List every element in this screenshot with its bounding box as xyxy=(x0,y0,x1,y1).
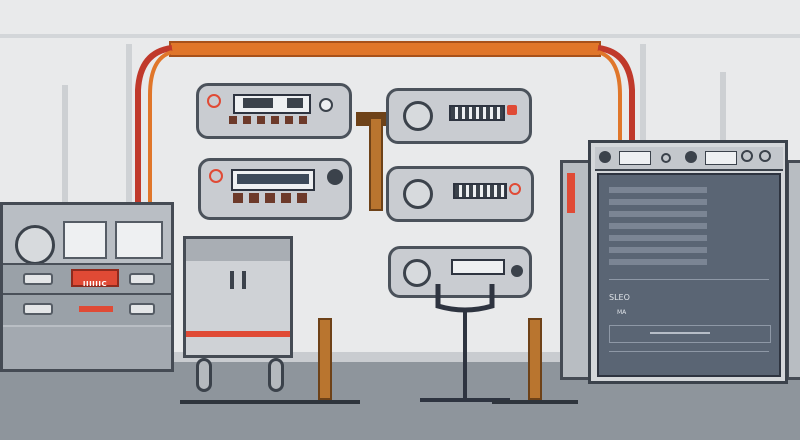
status-badge: IIIIIIC xyxy=(71,269,119,288)
device-unit xyxy=(388,246,532,298)
indicator-row xyxy=(229,116,309,124)
status-led xyxy=(509,183,521,195)
locker-top xyxy=(186,239,290,261)
indicator-bar xyxy=(79,306,113,312)
power-icon[interactable] xyxy=(207,94,221,108)
cabinet-base xyxy=(3,327,171,369)
monitor-side-panel xyxy=(560,160,592,380)
knob-icon[interactable] xyxy=(403,259,431,287)
monitor-screen: SLEO MA xyxy=(597,173,781,377)
caster-wheel xyxy=(196,358,212,392)
plug-icon xyxy=(420,284,510,402)
knob-icon[interactable] xyxy=(685,151,697,163)
locker-handle[interactable] xyxy=(242,271,246,289)
device-display xyxy=(231,169,315,191)
knob-icon[interactable] xyxy=(319,98,333,112)
monitor-toolbar xyxy=(595,147,783,171)
wall-pipe xyxy=(720,72,726,142)
indicator-row xyxy=(233,193,313,203)
device-unit xyxy=(386,166,534,222)
device-unit xyxy=(198,158,352,220)
dial-icon[interactable] xyxy=(403,179,433,209)
wall-rail xyxy=(0,34,800,38)
dial-icon[interactable] xyxy=(403,101,433,131)
floor-line xyxy=(180,400,360,404)
locker-handle[interactable] xyxy=(230,271,234,289)
knob-icon[interactable] xyxy=(759,150,771,162)
support-post xyxy=(528,318,542,400)
support-post xyxy=(318,318,332,400)
rack-switch[interactable] xyxy=(23,303,53,315)
knob-icon[interactable] xyxy=(327,169,343,185)
left-cabinet: IIIIIIC xyxy=(0,202,174,372)
gear-icon xyxy=(15,225,55,265)
device-unit xyxy=(196,83,352,139)
status-badge-label: IIIIIIC xyxy=(82,280,108,288)
device-display xyxy=(451,259,505,275)
caster-wheel xyxy=(268,358,284,392)
rack-switch[interactable] xyxy=(23,273,53,285)
rack-row xyxy=(3,293,171,325)
screen-text-2: MA xyxy=(617,309,627,316)
rack-switch[interactable] xyxy=(129,273,155,285)
status-led xyxy=(507,105,517,115)
knob-icon[interactable] xyxy=(511,265,523,277)
panel-window xyxy=(63,221,107,259)
screen-grid xyxy=(609,187,707,267)
device-vent xyxy=(453,183,507,199)
panel-window xyxy=(115,221,163,259)
locker-unit xyxy=(183,236,293,358)
power-icon[interactable] xyxy=(209,169,223,183)
screen-table xyxy=(609,325,771,343)
wall-pipe xyxy=(62,85,68,215)
display-icon xyxy=(705,151,737,165)
floor-edge xyxy=(0,352,800,362)
gear-icon[interactable] xyxy=(599,151,611,163)
device-vent xyxy=(449,105,505,121)
rack-switch[interactable] xyxy=(129,303,155,315)
floor-line xyxy=(492,400,578,404)
monitor-side-panel xyxy=(786,160,800,380)
locker-stripe xyxy=(186,331,290,337)
screen-text-1: SLEO xyxy=(609,293,630,302)
device-unit xyxy=(386,88,532,144)
knob-icon[interactable] xyxy=(741,150,753,162)
display-icon xyxy=(619,151,651,165)
rack-row: IIIIIIC xyxy=(3,263,171,295)
monitor-cabinet: SLEO MA xyxy=(588,140,788,384)
device-display xyxy=(233,94,311,114)
knob-icon[interactable] xyxy=(661,153,671,163)
